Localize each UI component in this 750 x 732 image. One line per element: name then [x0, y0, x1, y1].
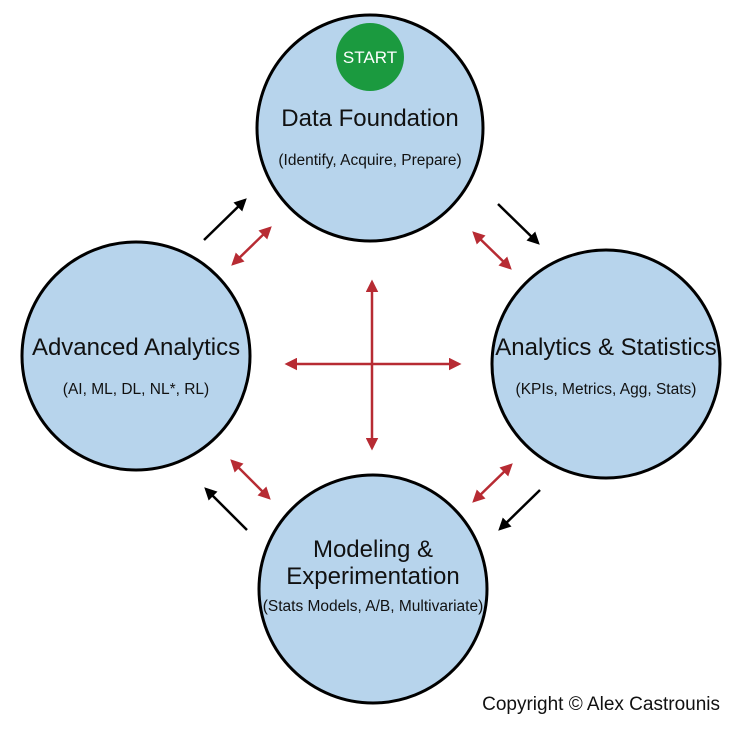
link-arrow-right-bottom [472, 463, 513, 503]
copyright-notice: Copyright © Alex Castrounis [482, 694, 720, 715]
link-arrow-top-right [472, 231, 512, 270]
node-title-line2: Experimentation [286, 563, 459, 590]
node-advanced-analytics: Advanced Analytics (AI, ML, DL, NL*, RL) [20, 240, 252, 472]
start-label: START [343, 48, 397, 67]
node-circle [20, 240, 252, 472]
node-analytics-statistics: Analytics & Statistics (KPIs, Metrics, A… [490, 248, 722, 480]
flow-arrow-bottom-to-left [204, 487, 248, 531]
node-title: Data Foundation [281, 105, 458, 132]
link-arrow-bottom-left [230, 459, 271, 500]
node-subtitle: (Stats Models, A/B, Multivariate) [263, 598, 484, 615]
node-title: Advanced Analytics [32, 334, 240, 361]
node-subtitle: (AI, ML, DL, NL*, RL) [63, 381, 209, 398]
node-circle [255, 13, 485, 243]
node-subtitle: (Identify, Acquire, Prepare) [278, 152, 461, 169]
flow-arrow-left-to-top [203, 198, 247, 241]
start-badge [336, 23, 404, 91]
node-subtitle: (KPIs, Metrics, Agg, Stats) [516, 381, 697, 398]
node-circle [257, 473, 489, 705]
node-data-foundation: START Data Foundation (Identify, Acquire… [255, 13, 485, 243]
node-title-line1: Modeling & [313, 536, 433, 563]
node-title: Analytics & Statistics [495, 334, 716, 361]
link-arrow-left-top [231, 226, 272, 266]
node-circle [490, 248, 722, 480]
flow-arrow-right-to-bottom [498, 489, 541, 531]
node-modeling-experimentation: Modeling & Experimentation (Stats Models… [257, 473, 489, 705]
flow-arrow-top-to-right [497, 203, 540, 245]
